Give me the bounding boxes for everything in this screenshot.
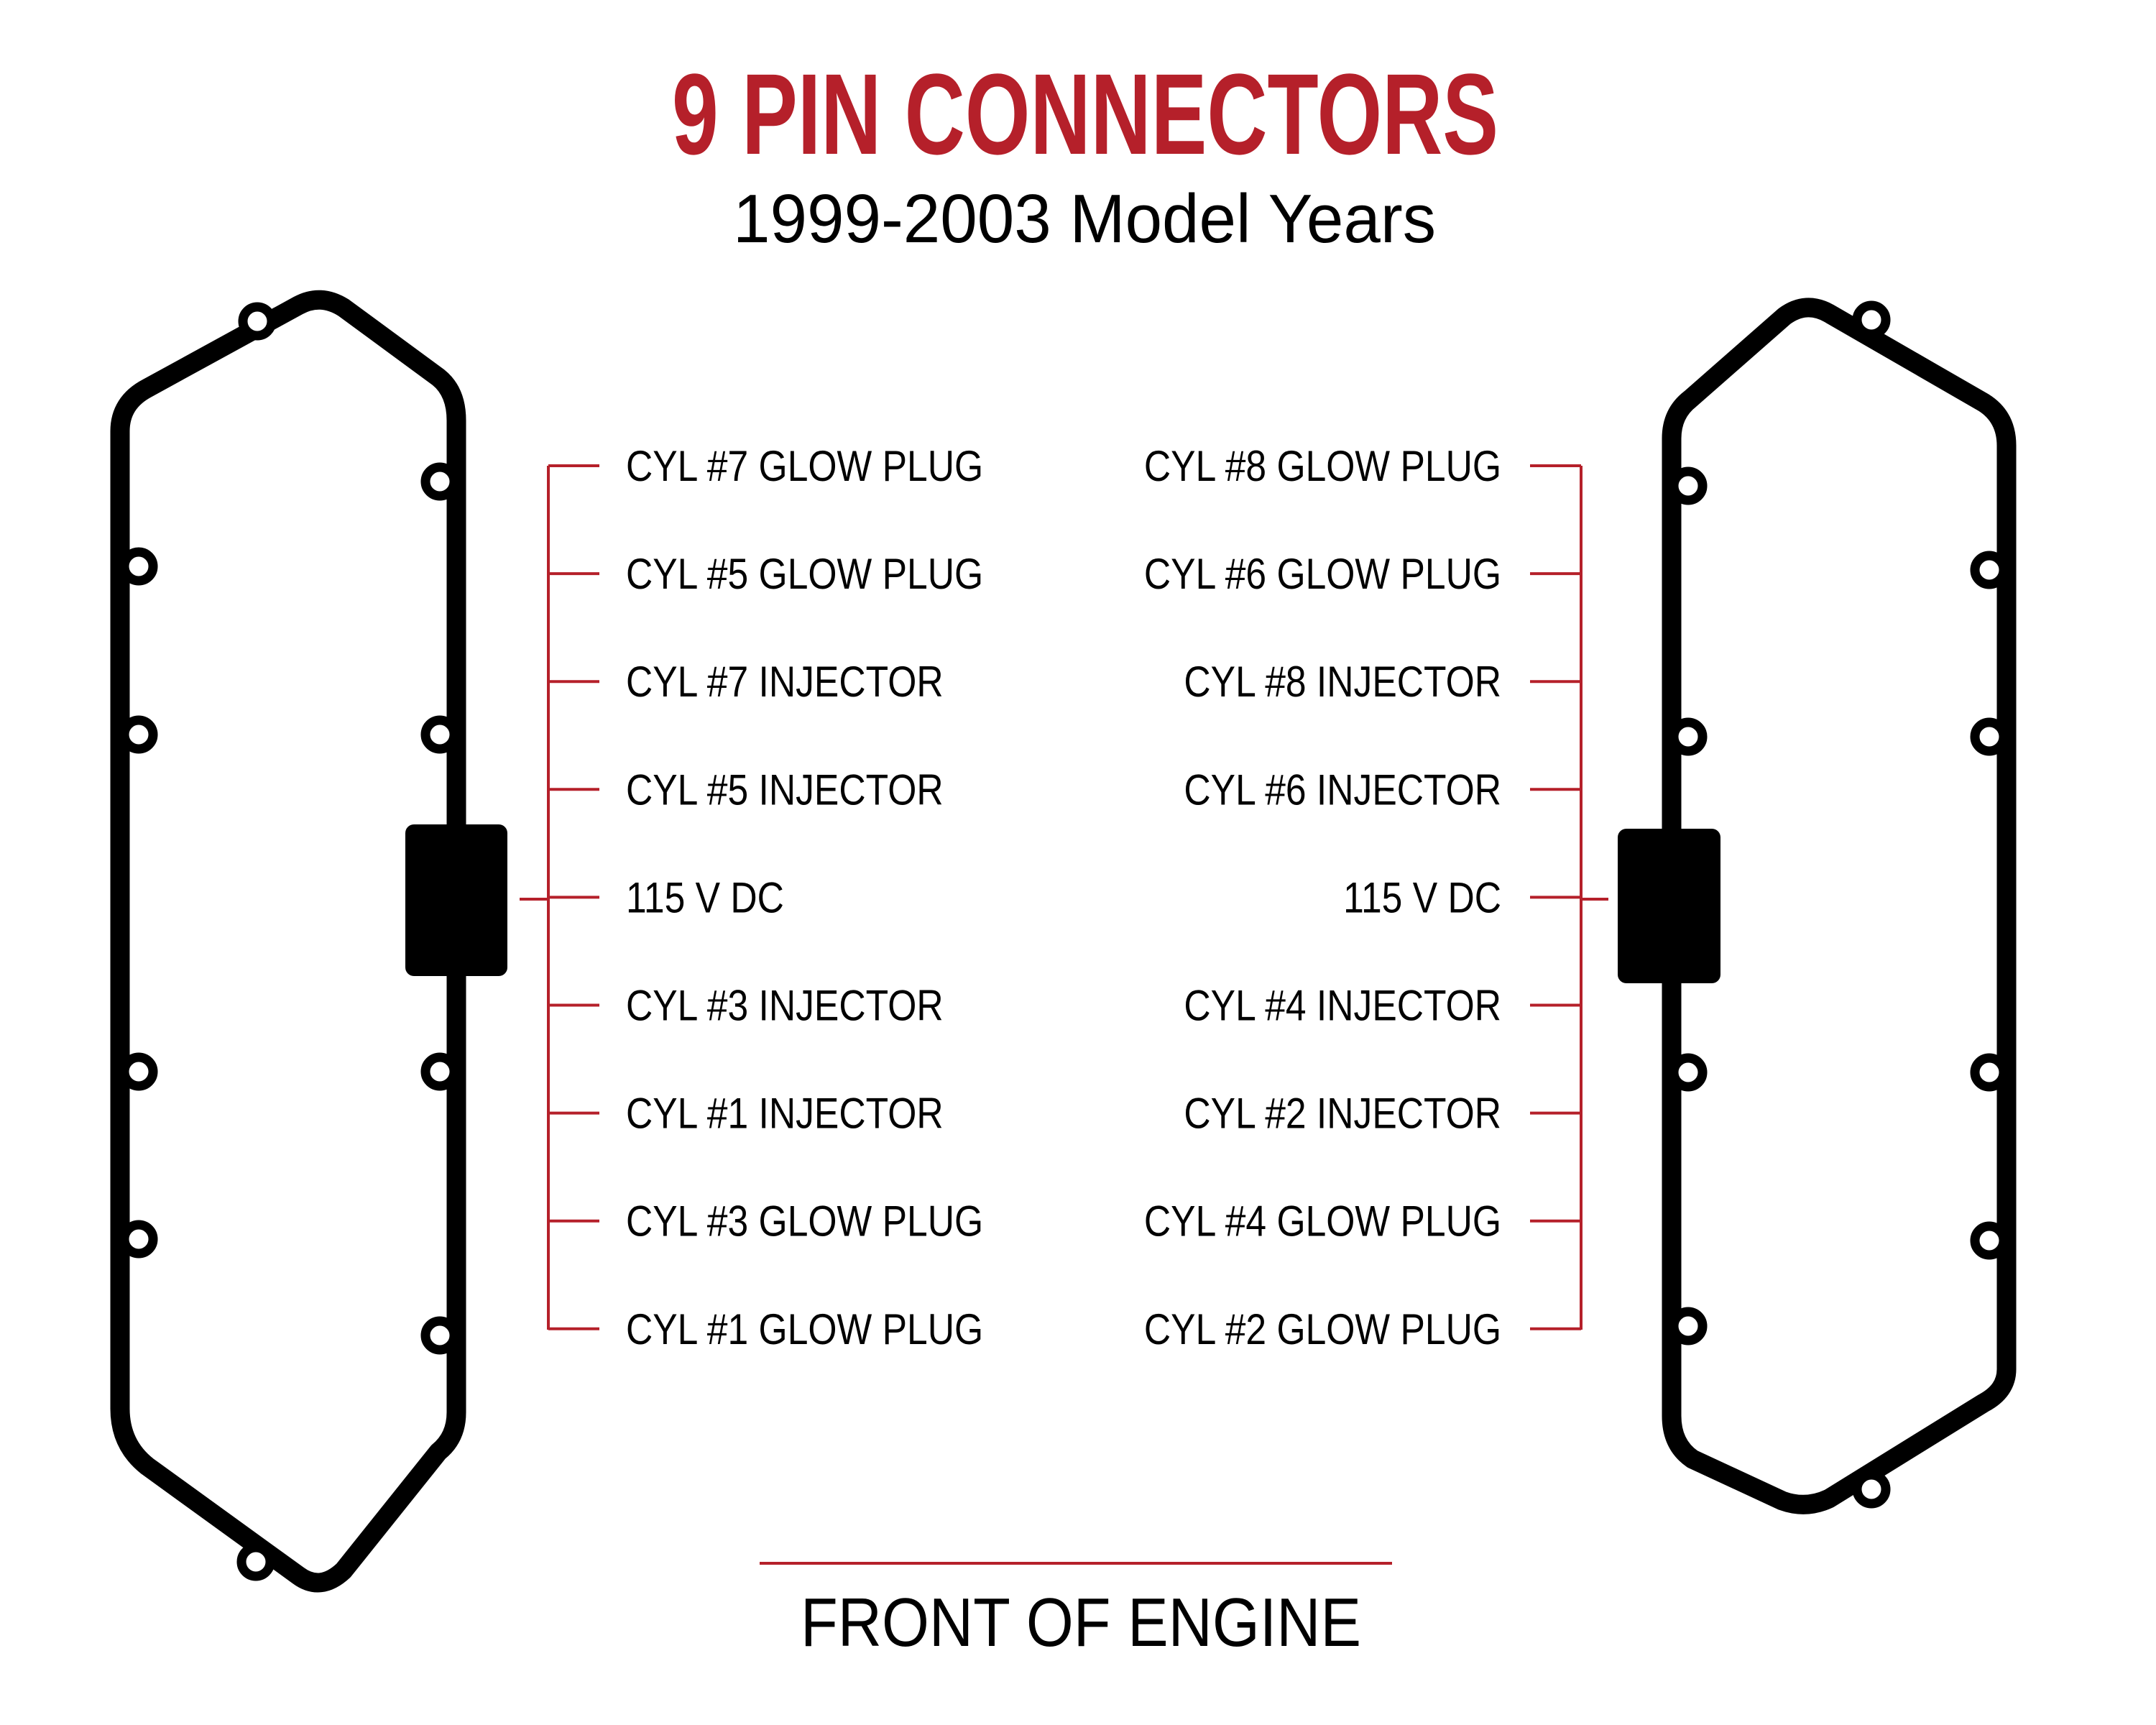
bolt-hole-icon xyxy=(119,1220,158,1259)
bolt-hole-icon xyxy=(119,547,158,586)
bolt-hole-icon xyxy=(119,715,158,754)
right-pin-label: CYL #2 INJECTOR xyxy=(1184,1090,1501,1138)
bolt-hole-icon xyxy=(238,302,277,341)
bolt-hole-icon xyxy=(1669,1307,1708,1346)
right-gasket-outline xyxy=(1662,298,2017,1514)
right-pin-label: 115 V DC xyxy=(1343,873,1501,921)
right-pin-label: CYL #4 INJECTOR xyxy=(1184,982,1501,1030)
bolt-hole-icon xyxy=(1970,1221,2009,1260)
bolt-hole-icon xyxy=(1970,551,2009,589)
right-pin-label: CYL #8 GLOW PLUG xyxy=(1144,442,1501,490)
bolt-hole-icon xyxy=(1852,300,1891,339)
left-pin-label: CYL #7 INJECTOR xyxy=(626,658,944,706)
left-pin-label: CYL #5 INJECTOR xyxy=(626,765,944,814)
left-pin-label: CYL #1 GLOW PLUG xyxy=(626,1305,983,1353)
bolt-hole-icon xyxy=(1970,1053,2009,1092)
right-pin-label: CYL #2 GLOW PLUG xyxy=(1144,1305,1501,1353)
front-of-engine-label: FRONT OF ENGINE xyxy=(801,1584,1361,1661)
left-gasket-outline xyxy=(110,290,466,1593)
right-pin-label: CYL #8 INJECTOR xyxy=(1184,658,1501,706)
right-gasket-bolt-holes xyxy=(1669,300,2009,1509)
right-pin-label: CYL #4 GLOW PLUG xyxy=(1144,1197,1501,1246)
left-pin-label: CYL #1 INJECTOR xyxy=(626,1090,944,1138)
left-pin-label: CYL #7 GLOW PLUG xyxy=(626,442,983,490)
right-valve-cover-gasket xyxy=(1618,298,2017,1514)
bolt-hole-icon xyxy=(236,1542,275,1581)
bolt-hole-icon xyxy=(420,462,459,501)
left-gasket-bolt-holes xyxy=(119,302,459,1581)
bolt-hole-icon xyxy=(1669,1053,1708,1092)
bolt-hole-icon xyxy=(1970,717,2009,756)
left-valve-cover-gasket xyxy=(110,290,507,1593)
bolt-hole-icon xyxy=(1852,1470,1891,1509)
page-subtitle: 1999-2003 Model Years xyxy=(733,180,1436,257)
left-pin-label: CYL #3 INJECTOR xyxy=(626,982,944,1030)
bolt-hole-icon xyxy=(119,1052,158,1091)
right-pin-label: CYL #6 INJECTOR xyxy=(1184,765,1501,814)
page-title: 9 PIN CONNECTORS xyxy=(672,50,1498,178)
left-pinout: CYL #7 GLOW PLUG CYL #5 GLOW PLUG CYL #7 I… xyxy=(520,442,983,1353)
bolt-hole-icon xyxy=(420,715,459,754)
right-pin-label: CYL #6 GLOW PLUG xyxy=(1144,550,1501,598)
right-9-pin-connector xyxy=(1618,829,1720,983)
left-pin-label: CYL #3 GLOW PLUG xyxy=(626,1197,983,1246)
bolt-hole-icon xyxy=(1669,466,1708,505)
left-pin-label: 115 V DC xyxy=(626,873,784,921)
right-pinout: CYL #8 GLOW PLUG CYL #6 GLOW PLUG CYL #8 I… xyxy=(1144,442,1608,1353)
bolt-hole-icon xyxy=(420,1316,459,1355)
left-pin-label: CYL #5 GLOW PLUG xyxy=(626,550,983,598)
bolt-hole-icon xyxy=(420,1052,459,1091)
bolt-hole-icon xyxy=(1669,717,1708,756)
left-9-pin-connector xyxy=(405,824,507,976)
